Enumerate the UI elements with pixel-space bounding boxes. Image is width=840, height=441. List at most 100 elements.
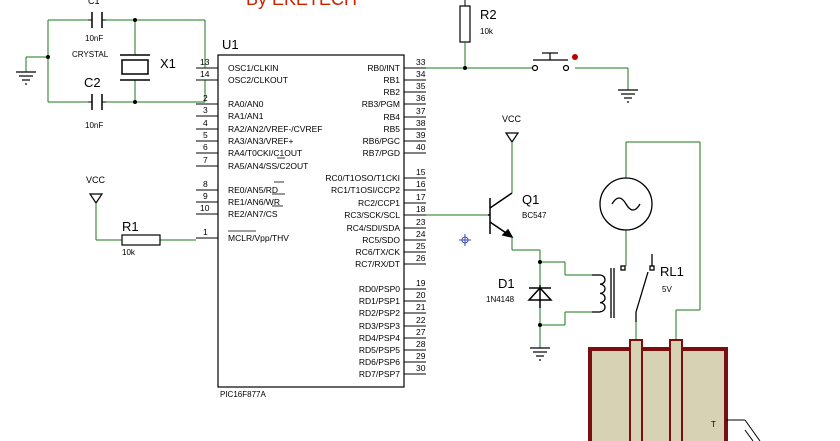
pin-number: 36 <box>416 93 426 103</box>
relay-contact[interactable] <box>620 254 655 322</box>
pin-number: 39 <box>416 130 426 140</box>
pin-number: 19 <box>416 278 426 288</box>
pin-number: 34 <box>416 69 426 79</box>
pin-number: 16 <box>416 179 426 189</box>
capacitor-c1[interactable] <box>91 12 103 28</box>
pin-name: RB3/PGM <box>362 99 400 109</box>
pin-name: RD1/PSP1 <box>359 296 400 306</box>
transistor-q1[interactable] <box>488 192 514 239</box>
pin-number: 5 <box>203 130 208 140</box>
pin-number: 20 <box>416 290 426 300</box>
relay-coil[interactable] <box>592 268 615 318</box>
ac-source[interactable] <box>599 177 653 231</box>
diode-d1[interactable] <box>527 285 553 308</box>
resistor-r2[interactable] <box>459 5 471 43</box>
pin-number: 23 <box>416 217 426 227</box>
pin-name: RA3/AN3/VREF+ <box>228 136 293 146</box>
resistor-r1[interactable] <box>121 234 161 246</box>
pin-number: 10 <box>200 203 210 213</box>
r2-value: 10k <box>480 27 494 36</box>
junction-dot <box>133 18 137 22</box>
pin-number: 15 <box>416 167 426 177</box>
r1-ref: R1 <box>122 219 139 234</box>
pin-number: 18 <box>416 204 426 214</box>
pin-number: 38 <box>416 118 426 128</box>
u1-ref: U1 <box>222 37 239 52</box>
d1-part: 1N4148 <box>486 295 515 304</box>
pin-number: 27 <box>416 327 426 337</box>
pin-number: 37 <box>416 106 426 116</box>
pin-number: 25 <box>416 241 426 251</box>
pin-number: 29 <box>416 351 426 361</box>
crystal-x1[interactable] <box>120 54 150 81</box>
pin-name: RA0/AN0 <box>228 99 264 109</box>
c1-value: 10nF <box>85 34 103 43</box>
pin-number: 17 <box>416 192 426 202</box>
capacitor-c2[interactable] <box>91 94 103 110</box>
c1-ref: C1 <box>88 0 100 6</box>
junction-dot <box>133 100 137 104</box>
push-button[interactable] <box>531 52 570 72</box>
pin-number: 21 <box>416 302 426 312</box>
tank-label: T <box>711 420 716 429</box>
junction-dot <box>46 55 50 59</box>
pin-number: 2 <box>203 93 208 103</box>
pin-name: OSC1/CLKIN <box>228 63 279 73</box>
pin-number: 1 <box>203 227 208 237</box>
junction-dot <box>538 323 542 327</box>
emitter-wire <box>511 237 592 348</box>
tank-lead <box>744 429 754 441</box>
probe-crosshair-icon <box>459 234 471 246</box>
ic-u1-body[interactable] <box>217 54 405 388</box>
pin-number: 22 <box>416 315 426 325</box>
crystal-ref: X1 <box>160 56 176 71</box>
overbar-marks <box>228 157 285 232</box>
water-tank[interactable] <box>588 339 728 441</box>
u1-part: PIC16F877A <box>220 390 266 399</box>
tank-lead <box>744 419 761 441</box>
vcc-symbol-top: VCC <box>502 114 522 144</box>
pin-name: RC3/SCK/SCL <box>344 210 400 220</box>
schematic-title: By EKETECH <box>246 0 357 9</box>
button-indicator-dot <box>572 54 578 60</box>
pin-number: 4 <box>203 118 208 128</box>
pin-name: RB4 <box>383 112 400 122</box>
pin-number: 8 <box>203 179 208 189</box>
